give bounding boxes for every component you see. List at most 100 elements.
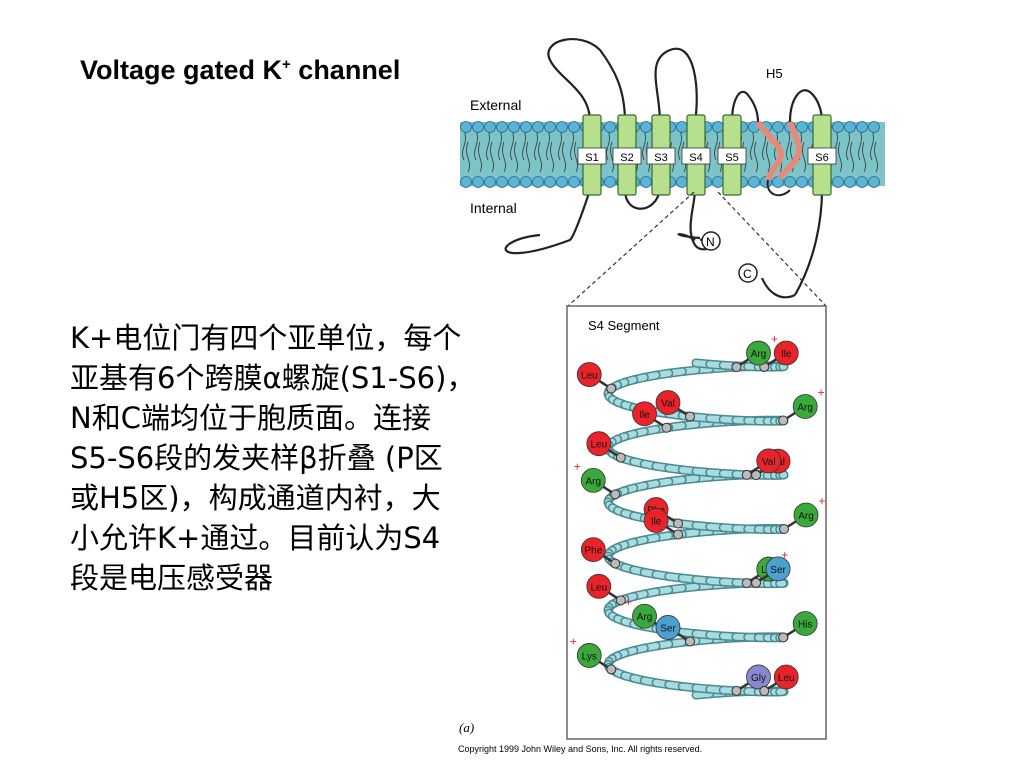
lipid-tail [510, 129, 514, 161]
residue-label: Leu [590, 582, 607, 593]
title-superscript: + [282, 56, 291, 73]
residue-label: Arg [797, 403, 813, 414]
segment-label-box [681, 147, 711, 165]
residue-val [756, 448, 782, 474]
paragraph-line: S5-S6段的发夹样β折叠 (P区 [70, 441, 443, 475]
lipid-head [712, 121, 724, 133]
c-terminus-label: C [743, 267, 752, 281]
residue-label: Leu [581, 371, 598, 382]
zoom-line-left [567, 191, 695, 307]
lipid-head [856, 176, 868, 188]
residue-ser [765, 556, 791, 582]
s4-segment-diagram: S4 Segment IleArg+LeuValArg+IleLeuValVal… [566, 305, 827, 740]
segment-label-box [717, 147, 747, 165]
segment-label: S2 [620, 152, 633, 164]
residue-arg [793, 502, 819, 528]
residue-label: His [798, 619, 812, 630]
residue-label: Val [661, 399, 675, 410]
lipid-tail [870, 129, 874, 161]
residue-his [792, 611, 818, 636]
lipid-head [532, 176, 544, 188]
lipid-tail [802, 141, 806, 173]
lipid-head [496, 121, 508, 133]
lipid-tail [534, 129, 538, 161]
lipid-tail [846, 129, 850, 161]
lipid-head [484, 176, 496, 188]
n-terminus-chain [677, 232, 701, 241]
lipid-tail [490, 141, 494, 173]
residue-leu [586, 431, 612, 457]
lipid-head [796, 176, 808, 188]
lipid-head [832, 121, 844, 133]
title-main-text: Voltage gated K [80, 55, 283, 85]
lipid-head [640, 121, 652, 133]
copyright-notice: Copyright 1999 John Wiley and Sons, Inc.… [458, 744, 703, 754]
lipid-head [748, 176, 760, 188]
lipid-head [556, 121, 568, 133]
lipid-tail [526, 141, 530, 173]
lipid-head [832, 176, 844, 188]
paragraph-line: K+电位门有四个亚单位，每个 [70, 321, 462, 355]
residue-arg [792, 394, 818, 419]
residue-label: Arg [586, 476, 602, 487]
lipid-tail [546, 129, 550, 161]
alpha-carbon [606, 383, 617, 394]
lipid-head [868, 121, 880, 133]
lipid-head [520, 121, 532, 133]
residue-arg [580, 468, 606, 493]
residue-label: Arg [798, 511, 814, 522]
lipid-head [676, 121, 688, 133]
internal-label: Internal [470, 200, 517, 216]
positive-charge-marker: + [570, 634, 577, 648]
residue-ser [655, 615, 681, 640]
alpha-carbon [684, 636, 695, 647]
residue-group: IleArg+LeuValArg+IleLeuValValArg+PheArg+… [570, 332, 826, 697]
lipid-head [472, 176, 484, 188]
lipid-head [676, 176, 688, 188]
residue-label: Leu [590, 440, 607, 451]
lipid-head [772, 121, 784, 133]
lipid-tail [678, 129, 682, 161]
residue-label: Ser [660, 623, 676, 634]
lipid-head [508, 176, 520, 188]
lipid-head [844, 121, 856, 133]
lipid-tail [502, 141, 506, 173]
n-terminus-label: N [706, 235, 715, 249]
h5-label: H5 [766, 66, 783, 81]
title-rest-text: channel [290, 55, 401, 85]
residue-ile [632, 401, 657, 427]
figure-label: (a) [459, 720, 475, 735]
residue-label: Val [762, 457, 776, 468]
lipid-head [460, 121, 472, 133]
lipid-tail [570, 129, 574, 161]
segment-label: S5 [725, 152, 738, 164]
h5-pore-loop-2 [777, 121, 802, 180]
h5-connector [766, 179, 791, 197]
residue-label: Ile [651, 517, 662, 528]
alpha-carbon [741, 578, 752, 589]
segment-label: S4 [689, 152, 702, 164]
lipid-head [508, 121, 520, 133]
polypeptide-chain [504, 38, 824, 296]
alpha-carbon [731, 362, 742, 373]
lipid-tail [550, 141, 554, 173]
positive-charge-marker: + [781, 548, 788, 562]
lipid-tail [606, 129, 610, 161]
residue-label: Ile [639, 410, 650, 421]
paragraph-line: 小允许K+通过。目前认为S4 [70, 521, 441, 555]
lipid-tail [514, 141, 518, 173]
alpha-carbon [661, 422, 672, 433]
segment-label: S1 [585, 152, 598, 164]
lipid-tail [862, 141, 866, 173]
lipid-tail [642, 129, 646, 161]
positive-charge-marker: + [771, 332, 778, 346]
residue-label: Ser [770, 565, 786, 576]
lipid-tail [562, 141, 566, 173]
lipid-head [460, 176, 472, 188]
lipid-head [868, 176, 880, 188]
residue-ile [773, 340, 799, 366]
lipid-head [844, 176, 856, 188]
lipid-tail [858, 129, 862, 161]
h5-pore-loop [755, 120, 784, 181]
